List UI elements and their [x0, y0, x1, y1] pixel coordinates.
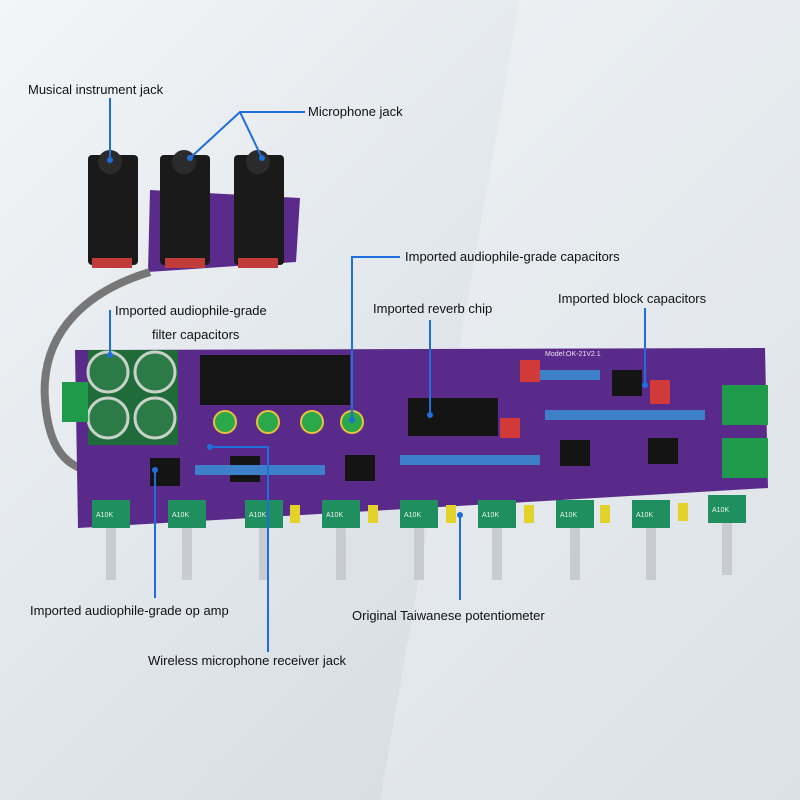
board-model-text: Model:OK-21V2.1 [545, 351, 601, 358]
pot-label: A10K [482, 512, 500, 519]
instrument-jack-label: Musical instrument jack [28, 82, 164, 97]
potentiometers [92, 495, 746, 580]
pot-label: A10K [560, 512, 578, 519]
reverb-chip-label: Imported reverb chip [373, 301, 493, 316]
microphone-jack-label: Microphone jack [308, 104, 403, 119]
pot-label: A10K [96, 512, 114, 519]
pot-label: A10K [172, 512, 190, 519]
filter-capacitors-label-line2: filter capacitors [152, 327, 240, 342]
pot-label: A10K [636, 512, 654, 519]
filter-capacitors-label-line1: Imported audiophile-grade [115, 303, 267, 318]
pot-label: A10K [712, 507, 730, 514]
wireless-jack-label: Wireless microphone receiver jack [148, 653, 346, 668]
pot-label-row: A10K A10K A10K A10K A10K A10K A10K A10K … [92, 507, 752, 524]
potentiometer-label: Original Taiwanese potentiometer [352, 608, 545, 623]
pot-label: A10K [326, 512, 344, 519]
pot-label: A10K [404, 512, 422, 519]
jack-board [88, 150, 300, 272]
op-amp-label: Imported audiophile-grade op amp [30, 603, 229, 618]
pot-label: A10K [249, 512, 267, 519]
audiophile-capacitors-label: Imported audiophile-grade capacitors [405, 249, 620, 264]
block-capacitors-label: Imported block capacitors [558, 291, 707, 306]
